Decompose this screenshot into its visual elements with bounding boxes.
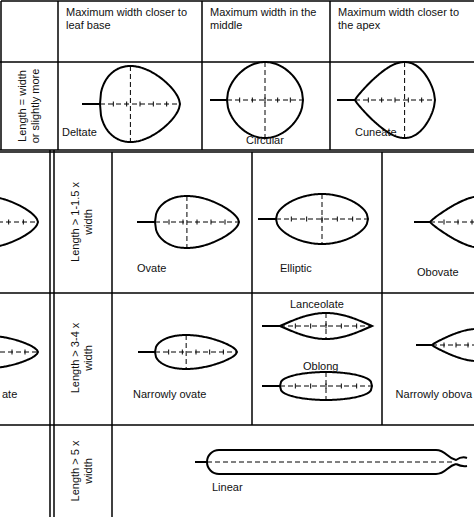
row-header: Length > 3-4 x width — [69, 318, 94, 398]
shape-name: Obovate — [417, 266, 459, 279]
linear-leaf — [195, 450, 467, 474]
leaf-outline — [210, 62, 303, 138]
leaf-outline — [0, 196, 38, 248]
shape-name: Linear — [212, 481, 243, 494]
leaf-outline — [262, 372, 372, 400]
shape-name: Deltate — [62, 126, 97, 139]
row-header: Length = width or slightly more — [16, 64, 41, 148]
leaf-outline — [258, 194, 368, 244]
row-header: Length > 1-1.5 x width — [69, 182, 94, 262]
leaf-outlines — [0, 62, 474, 400]
shape-name: Cuneate — [355, 126, 397, 139]
shape-name: Ovate — [137, 262, 166, 275]
shape-name: Narrowly obova — [396, 388, 472, 401]
shape-name: ate — [2, 388, 17, 401]
shape-name: Oblong — [303, 360, 338, 373]
leaf-outline — [416, 329, 474, 361]
shape-name: Elliptic — [280, 262, 312, 275]
shape-name: Circular — [246, 134, 284, 147]
leaf-outline — [414, 196, 474, 248]
leaf-outline — [0, 336, 38, 368]
column-header: Maximum width closer to the apex — [338, 6, 470, 31]
column-header: Maximum width closer to leaf base — [66, 6, 198, 31]
shape-name: Lanceolate — [290, 298, 344, 311]
column-header: Maximum width in the middle — [210, 6, 328, 31]
leaf-outline — [337, 62, 435, 138]
row-header: Length > 5 x width — [69, 431, 94, 511]
leaf-outline — [138, 335, 237, 369]
shape-name: Narrowly ovate — [133, 388, 206, 401]
leaf-outline — [262, 313, 372, 339]
leaf-outline — [137, 196, 239, 248]
